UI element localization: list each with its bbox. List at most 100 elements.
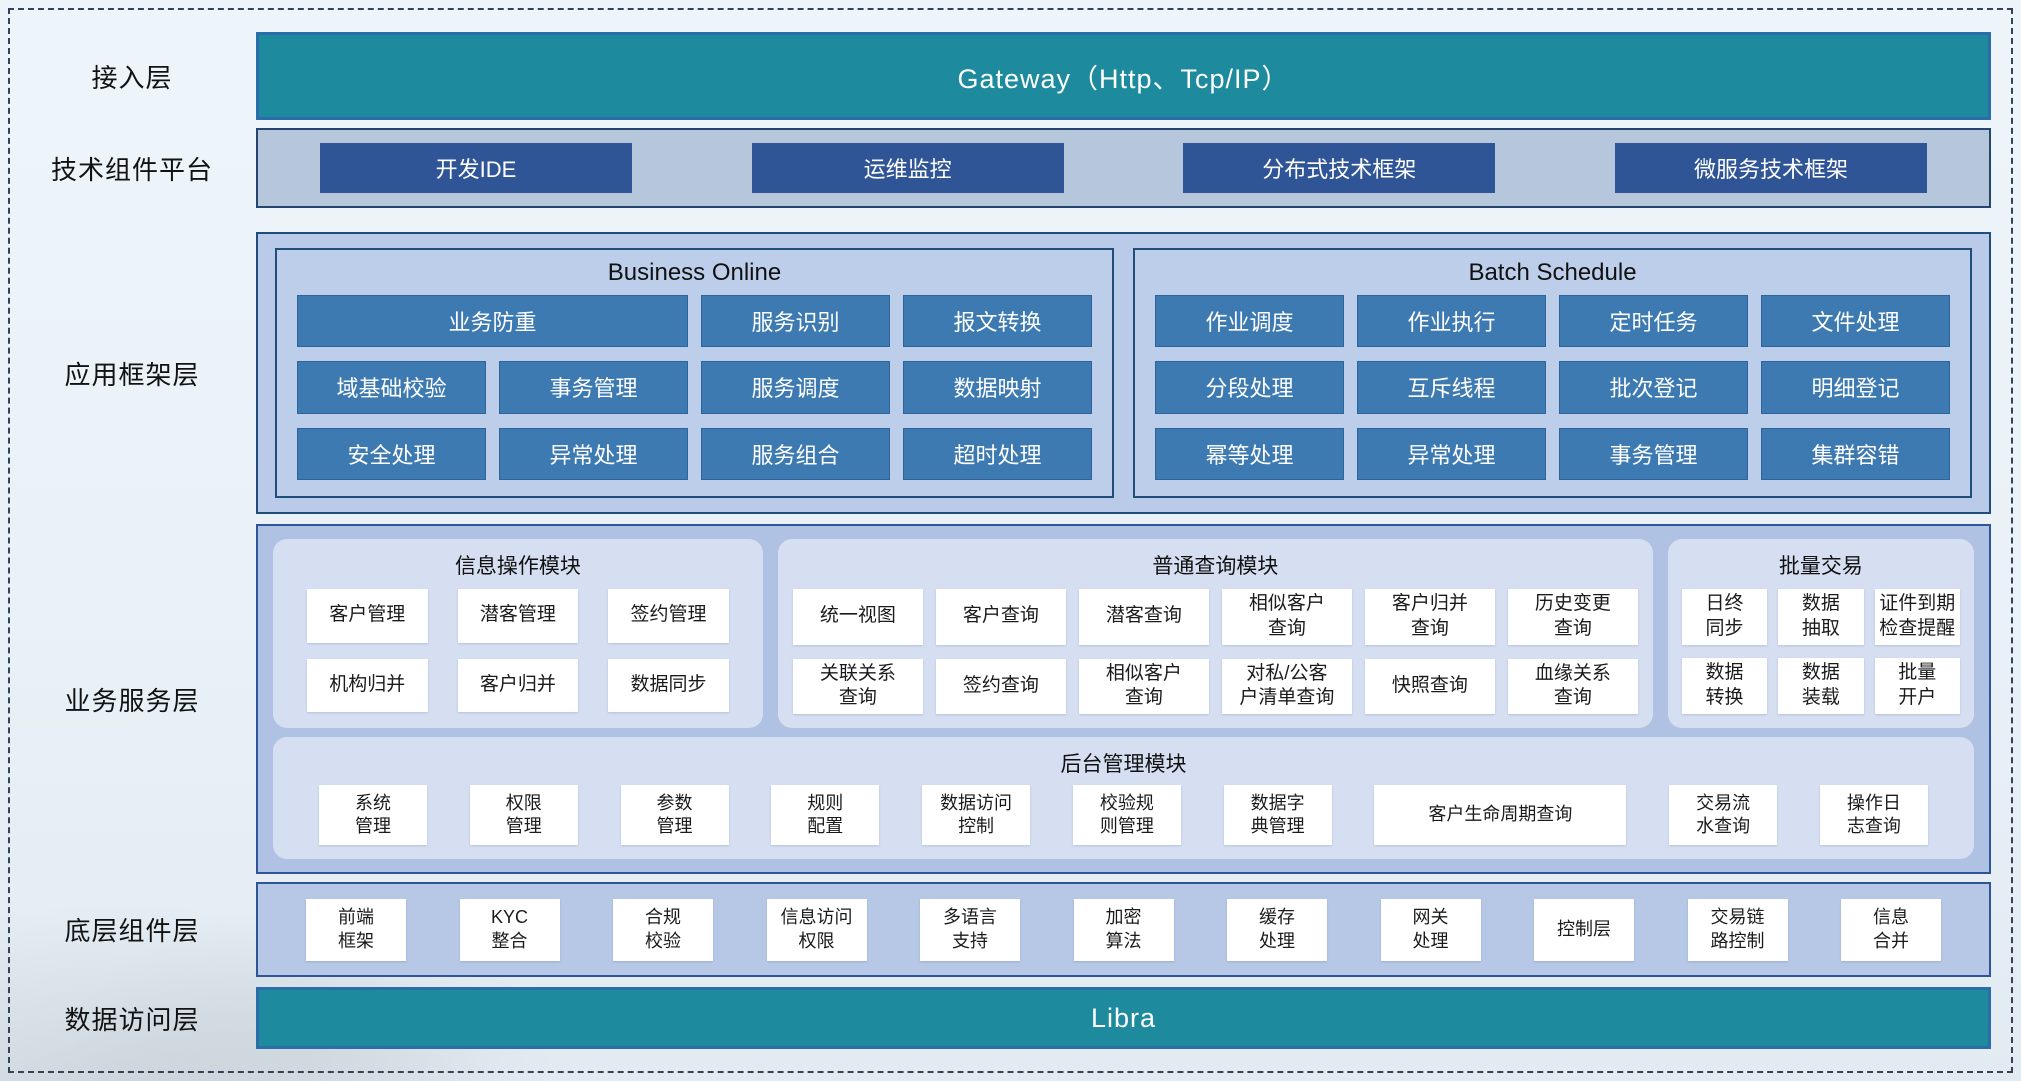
module-cell: 签约管理 [608,589,729,643]
module-cell: 数据 装载 [1778,658,1864,714]
tech-item-dev-ide: 开发IDE [320,143,632,193]
data-access-row: 数据访问层 Libra [8,987,1991,1049]
libra-bar: Libra [256,987,1991,1049]
general-query-grid: 统一视图 客户查询 潜客查询 相似客户 查询 客户归并 查询 历史变更 查询 关… [778,587,1653,728]
access-layer-row: 接入层 Gateway（Http、Tcp/IP） [8,32,1991,120]
admin-module-title: 后台管理模块 [1060,753,1187,776]
module-cell: 数据 抽取 [1778,589,1864,645]
business-online-title: Business Online [607,259,782,286]
tech-item-ops-monitor: 运维监控 [751,143,1064,193]
bo-cell: 报文转换 [903,295,1092,348]
batch-trade-grid: 日终 同步 数据 抽取 证件到期 检查提醒 数据 转换 数据 装载 批量 开户 [1668,587,1974,728]
module-cell: 数据 转换 [1681,658,1768,714]
module-cell: 统一视图 [792,589,923,645]
module-cell: 客户管理 [307,589,428,643]
bs-cell: 事务管理 [1559,427,1748,480]
bo-cell: 业务防重 [297,295,688,348]
service-modules-row: 信息操作模块 客户管理 潜客管理 签约管理 机构归并 客户归并 数据同步 [273,539,1974,728]
bs-cell: 定时任务 [1559,295,1748,348]
bo-cell: 服务识别 [701,295,890,348]
component-cell: 控制层 [1534,898,1634,961]
component-cell: 缓存 处理 [1227,898,1327,961]
component-cell: 网关 处理 [1380,898,1481,961]
bo-cell: 数据映射 [903,361,1092,414]
business-service-label: 业务服务层 [64,685,200,716]
batch-trade-module: 批量交易 日终 同步 数据 抽取 证件到期 检查提醒 数据 转换 数据 装载 批… [1667,539,1974,728]
bo-cell: 服务调度 [701,361,890,414]
module-cell: 客户归并 [457,658,579,712]
bs-cell: 分段处理 [1155,361,1344,414]
bs-cell: 异常处理 [1357,427,1546,480]
business-service-row: 业务服务层 信息操作模块 客户管理 潜客管理 签约管理 机构归并 客户归并 [8,524,1991,874]
app-framework-label: 应用框架层 [64,359,200,390]
bs-cell: 批次登记 [1559,361,1748,414]
tech-item-distributed-framework: 分布式技术框架 [1183,143,1496,193]
module-cell: 证件到期 检查提醒 [1874,589,1960,645]
module-cell: 机构归并 [307,658,428,712]
bo-cell: 服务组合 [701,427,890,480]
module-cell: 关联关系 查询 [792,658,923,714]
business-service-box: 信息操作模块 客户管理 潜客管理 签约管理 机构归并 客户归并 数据同步 [256,524,1991,874]
bs-cell: 作业执行 [1357,295,1546,348]
tech-item-microservice-framework: 微服务技术框架 [1614,143,1927,193]
bs-cell: 作业调度 [1155,295,1344,348]
admin-cell: 交易流 水查询 [1669,785,1778,845]
info-ops-title: 信息操作模块 [454,555,581,578]
component-cell: 前端 框架 [306,898,406,961]
batch-schedule-panel: Batch Schedule 作业调度 作业执行 定时任务 文件处理 分段处理 … [1133,248,1972,498]
bs-cell: 互斥线程 [1357,361,1546,414]
bs-cell: 集群容错 [1761,427,1950,480]
admin-module-row: 系统 管理 权限 管理 参数 管理 规则 配置 数据访问 控制 校验规 则管理 … [273,785,1974,859]
admin-cell: 操作日 志查询 [1819,785,1928,845]
admin-cell: 权限 管理 [469,785,578,845]
access-layer-label: 接入层 [91,62,173,93]
info-ops-module: 信息操作模块 客户管理 潜客管理 签约管理 机构归并 客户归并 数据同步 [273,539,763,728]
module-cell: 历史变更 查询 [1507,589,1638,645]
module-cell: 客户查询 [935,589,1066,645]
admin-cell: 数据字 典管理 [1223,785,1332,845]
component-cell: 多语言 支持 [920,898,1020,961]
bs-cell: 幂等处理 [1155,427,1344,480]
component-cell: 加密 算法 [1073,898,1174,961]
app-framework-row: 应用框架层 Business Online 业务防重 服务识别 报文转换 域基础… [8,232,1991,514]
admin-cell: 校验规 则管理 [1072,785,1181,845]
batch-trade-title: 批量交易 [1778,555,1863,578]
component-cell: 交易链 路控制 [1687,898,1788,961]
module-cell: 相似客户 查询 [1078,658,1209,714]
component-cell: 信息访问 权限 [766,898,867,961]
batch-schedule-grid: 作业调度 作业执行 定时任务 文件处理 分段处理 互斥线程 批次登记 明细登记 … [1135,291,1970,496]
layer-stack: 接入层 Gateway（Http、Tcp/IP） 技术组件平台 开发IDE 运维… [8,8,2013,1073]
bs-cell: 明细登记 [1761,361,1950,414]
module-cell: 对私/公客 户清单查询 [1221,658,1352,714]
module-cell: 血缘关系 查询 [1507,658,1638,714]
general-query-title: 普通查询模块 [1152,555,1279,578]
admin-cell: 数据访问 控制 [922,785,1031,845]
module-cell: 日终 同步 [1681,589,1768,645]
tech-platform-label: 技术组件平台 [50,154,213,185]
info-ops-grid: 客户管理 潜客管理 签约管理 机构归并 客户归并 数据同步 [273,587,763,728]
admin-cell: 系统 管理 [319,785,427,845]
admin-cell: 客户生命周期查询 [1374,785,1627,845]
gateway-bar: Gateway（Http、Tcp/IP） [256,32,1991,120]
admin-module: 后台管理模块 系统 管理 权限 管理 参数 管理 规则 配置 数据访问 控制 校… [273,737,1974,859]
module-cell: 潜客管理 [457,589,579,643]
business-online-panel: Business Online 业务防重 服务识别 报文转换 域基础校验 事务管… [275,248,1114,498]
bo-cell: 域基础校验 [297,361,486,414]
bottom-components-label: 底层组件层 [64,916,200,946]
tech-platform-row: 技术组件平台 开发IDE 运维监控 分布式技术框架 微服务技术框架 [8,128,1991,208]
bo-cell: 事务管理 [499,361,688,414]
module-cell: 快照查询 [1364,658,1495,714]
bottom-components-row: 底层组件层 前端 框架 KYC 整合 合规 校验 信息访问 权限 多语言 支持 … [8,882,1991,977]
component-cell: 合规 校验 [613,898,713,961]
bo-cell: 超时处理 [903,427,1092,480]
component-cell: 信息 合并 [1841,898,1941,961]
module-cell: 数据同步 [608,658,729,712]
bo-cell: 安全处理 [297,427,486,480]
module-cell: 相似客户 查询 [1221,589,1352,645]
component-cell: KYC 整合 [459,898,560,961]
bottom-components-box: 前端 框架 KYC 整合 合规 校验 信息访问 权限 多语言 支持 加密 算法 … [256,882,1991,977]
tech-platform-band: 开发IDE 运维监控 分布式技术框架 微服务技术框架 [256,128,1991,208]
bo-cell: 异常处理 [499,427,688,480]
admin-cell: 规则 配置 [771,785,880,845]
